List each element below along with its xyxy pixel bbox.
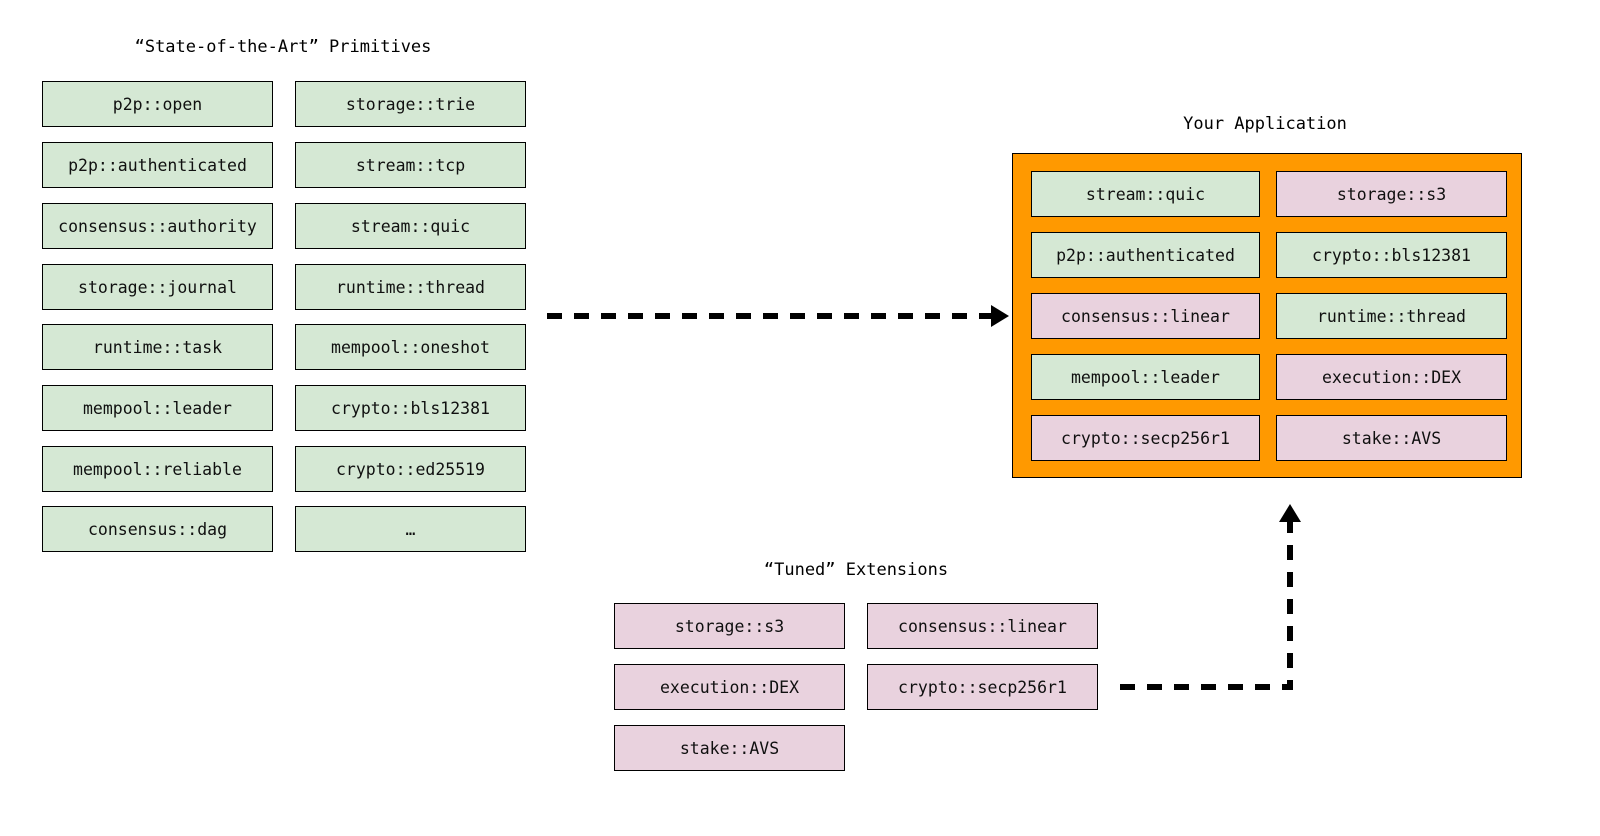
application-box: execution::DEX [1276, 354, 1507, 400]
application-box: mempool::leader [1031, 354, 1260, 400]
extension-box: stake::AVS [614, 725, 845, 771]
application-section-title: Your Application [1183, 114, 1347, 134]
primitive-box: crypto::ed25519 [295, 446, 526, 492]
primitives-to-application-arrowhead [991, 305, 1009, 327]
primitive-box: mempool::oneshot [295, 324, 526, 370]
application-box: storage::s3 [1276, 171, 1507, 217]
primitive-box: … [295, 506, 526, 552]
primitive-box: mempool::leader [42, 385, 273, 431]
application-box: runtime::thread [1276, 293, 1507, 339]
application-box: p2p::authenticated [1031, 232, 1260, 278]
primitive-box: stream::tcp [295, 142, 526, 188]
extensions-section-title: “Tuned” Extensions [763, 560, 949, 580]
primitive-box: crypto::bls12381 [295, 385, 526, 431]
primitives-section-title: “State-of-the-Art” Primitives [134, 37, 432, 57]
extension-box: crypto::secp256r1 [867, 664, 1098, 710]
extensions-to-application-arrowhead [1279, 504, 1301, 522]
primitive-box: storage::journal [42, 264, 273, 310]
extension-box: storage::s3 [614, 603, 845, 649]
primitive-box: runtime::thread [295, 264, 526, 310]
application-box: stake::AVS [1276, 415, 1507, 461]
primitive-box: p2p::authenticated [42, 142, 273, 188]
primitive-box: runtime::task [42, 324, 273, 370]
primitive-box: consensus::authority [42, 203, 273, 249]
primitive-box: stream::quic [295, 203, 526, 249]
application-box: stream::quic [1031, 171, 1260, 217]
application-box: crypto::bls12381 [1276, 232, 1507, 278]
extension-box: execution::DEX [614, 664, 845, 710]
extensions-to-application-connector [1120, 522, 1293, 690]
application-box: crypto::secp256r1 [1031, 415, 1260, 461]
application-box: consensus::linear [1031, 293, 1260, 339]
primitive-box: mempool::reliable [42, 446, 273, 492]
primitive-box: storage::trie [295, 81, 526, 127]
primitive-box: consensus::dag [42, 506, 273, 552]
primitive-box: p2p::open [42, 81, 273, 127]
extension-box: consensus::linear [867, 603, 1098, 649]
